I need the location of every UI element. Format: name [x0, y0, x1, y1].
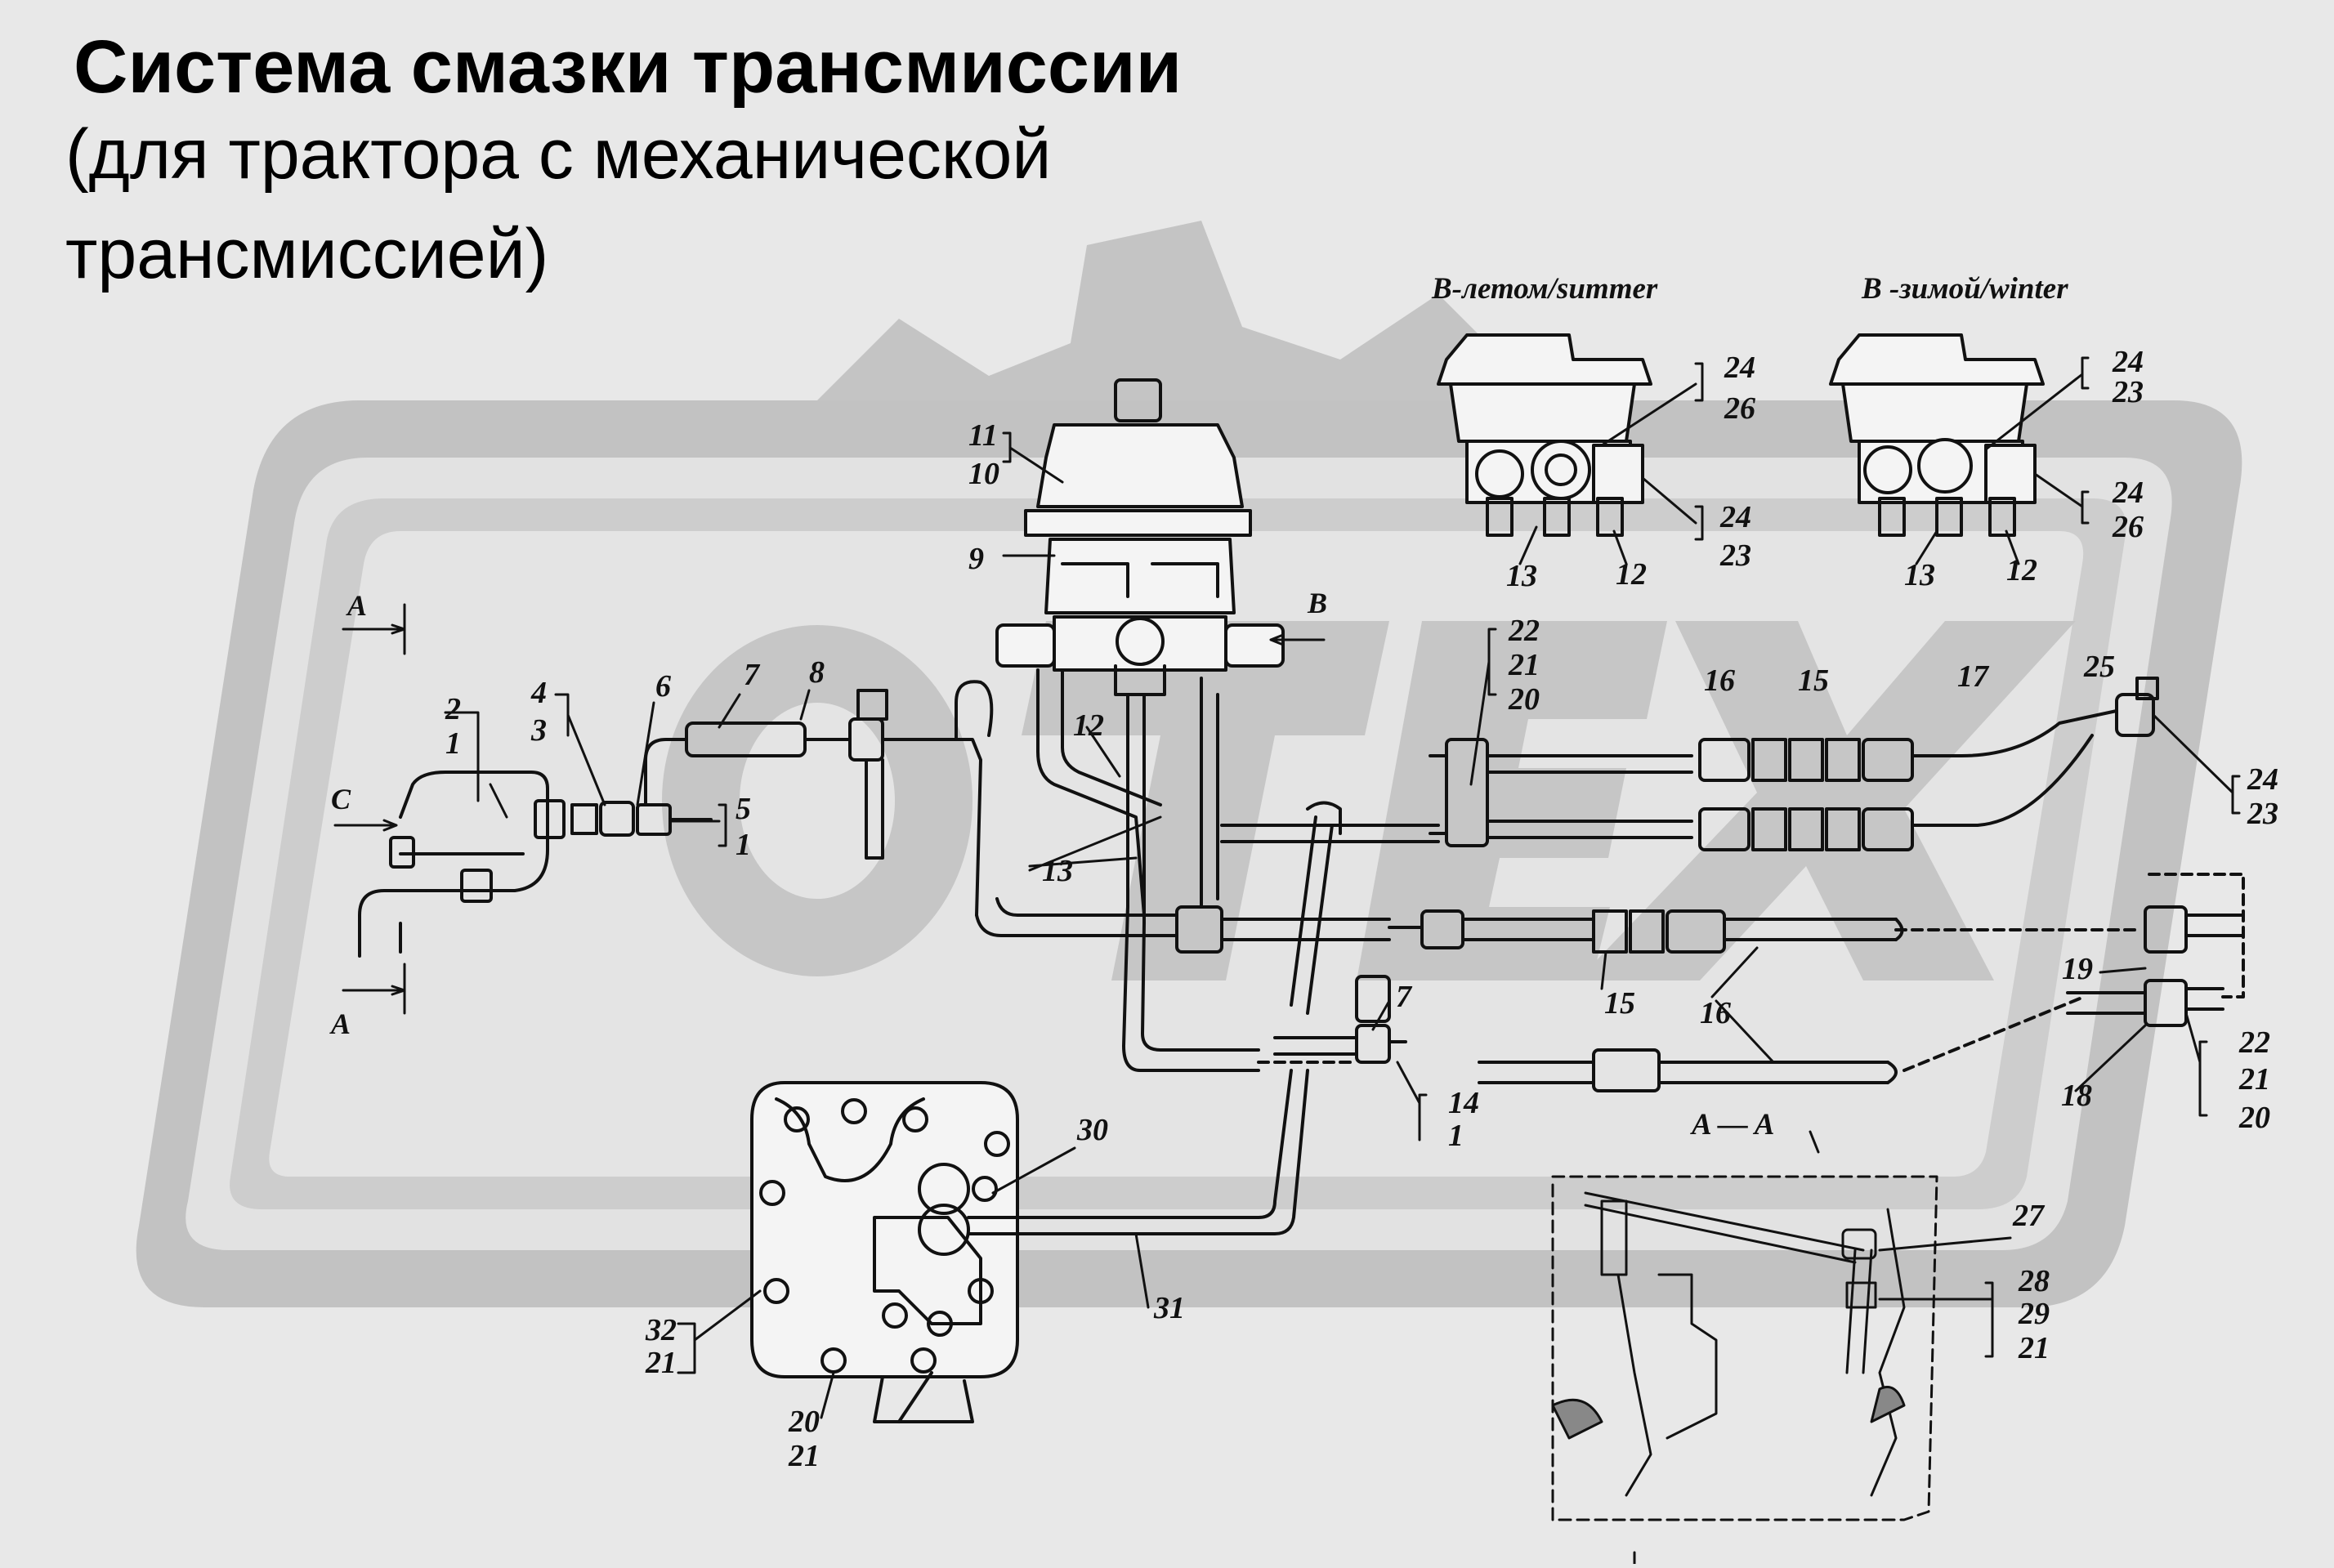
winter-reservoir — [1829, 333, 2045, 537]
callout-label: 21 — [1508, 648, 1540, 682]
callout-label: 21 — [645, 1346, 677, 1380]
callout-label: 27 — [2012, 1199, 2046, 1233]
callout-label: 1 — [736, 828, 751, 862]
page-title: Система смазки трансмиссии — [74, 25, 1183, 109]
section-mark-c: C — [331, 783, 351, 815]
right-pipe-run — [1257, 677, 2245, 1092]
watermark-logo — [136, 221, 2242, 1307]
callout-label: 1 — [445, 726, 461, 761]
callout-label: 15 — [1798, 663, 1829, 698]
callout-label: 13 — [1042, 854, 1073, 888]
watermark-letters — [662, 621, 2076, 981]
callout-label: 7 — [744, 658, 761, 692]
callout-label: 24 — [1719, 500, 1751, 534]
callout-label: 3 — [530, 713, 547, 748]
callout-label: 20 — [1508, 682, 1540, 717]
main-pipes — [975, 668, 1440, 1072]
callout-label: 8 — [809, 655, 825, 690]
callout-label: 26 — [2112, 510, 2144, 544]
callout-label: 12 — [2006, 553, 2037, 587]
pump-body — [750, 1069, 1309, 1423]
callout-label: 24 — [2112, 345, 2144, 379]
callout-label: 18 — [2061, 1079, 2092, 1113]
callout-label: 5 — [736, 792, 751, 826]
callout-label: 21 — [2238, 1062, 2270, 1097]
callout-label: 31 — [1153, 1291, 1185, 1325]
callout-label: 29 — [2018, 1297, 2050, 1331]
callout-label: 30 — [1076, 1113, 1108, 1147]
callout-label: 21 — [2018, 1331, 2050, 1365]
callout-label: 1 — [1448, 1119, 1464, 1153]
callout-label: 24 — [2247, 762, 2278, 797]
callout-label: 23 — [1719, 538, 1751, 573]
callout-label: 25 — [2083, 650, 2115, 684]
leader-lines — [444, 356, 2241, 1566]
callout-label: 16 — [1700, 996, 1731, 1030]
callout-label: 20 — [788, 1405, 820, 1439]
callout-label: 13 — [1506, 559, 1537, 593]
callout-label: 24 — [2112, 476, 2144, 510]
callout-label: 15 — [1604, 986, 1635, 1021]
callout-label: 19 — [2062, 952, 2093, 986]
callout-label: 12 — [1616, 557, 1647, 592]
page-subtitle-line-2: трансмиссией) — [65, 215, 549, 293]
callout-label: 13 — [1904, 558, 1935, 592]
callout-label: 14 — [1448, 1086, 1479, 1120]
filter-housing — [995, 378, 1285, 696]
section-mark-a-top: A — [346, 589, 367, 622]
callout-label: 17 — [1957, 659, 1990, 694]
callout-label: 22 — [1508, 614, 1540, 648]
callout-label: 23 — [2112, 375, 2144, 409]
section-cut-marks — [333, 603, 1820, 1154]
left-pipe-assembly — [358, 680, 994, 958]
callout-label: 7 — [1396, 980, 1413, 1014]
callout-label: 24 — [1724, 351, 1755, 385]
callout-label: 28 — [2018, 1264, 2050, 1298]
callout-label: 20 — [2238, 1101, 2270, 1135]
section-a-a — [1551, 1175, 1938, 1521]
callout-label: 26 — [1724, 391, 1755, 426]
callout-label: 23 — [2247, 797, 2278, 831]
section-mark-b: B — [1307, 587, 1327, 619]
callout-label: 10 — [968, 457, 999, 491]
view-labels: B-летом/summer B -зимой/winter A — A A A… — [329, 272, 2068, 1141]
schematic-lines — [333, 333, 2245, 1566]
callout-label: 12 — [1073, 708, 1104, 743]
callout-label: 16 — [1704, 663, 1735, 698]
page-subtitle-line-1: (для трактора с механической — [65, 115, 1052, 194]
summer-view-label: B-летом/summer — [1431, 272, 1658, 306]
callout-label: 4 — [530, 676, 547, 710]
callout-label: 32 — [645, 1313, 677, 1347]
section-mark-a-bottom: A — [329, 1007, 351, 1040]
winter-view-label: B -зимой/winter — [1861, 272, 2068, 306]
callout-label: 11 — [968, 418, 998, 453]
callout-label: 22 — [2238, 1025, 2270, 1060]
summer-reservoir — [1437, 333, 1652, 537]
callout-label: 9 — [968, 542, 984, 576]
callout-label: 21 — [788, 1439, 820, 1473]
callout-label: 6 — [655, 669, 671, 704]
section-view-label: A — A — [1690, 1108, 1774, 1141]
callout-label: 2 — [445, 692, 461, 726]
